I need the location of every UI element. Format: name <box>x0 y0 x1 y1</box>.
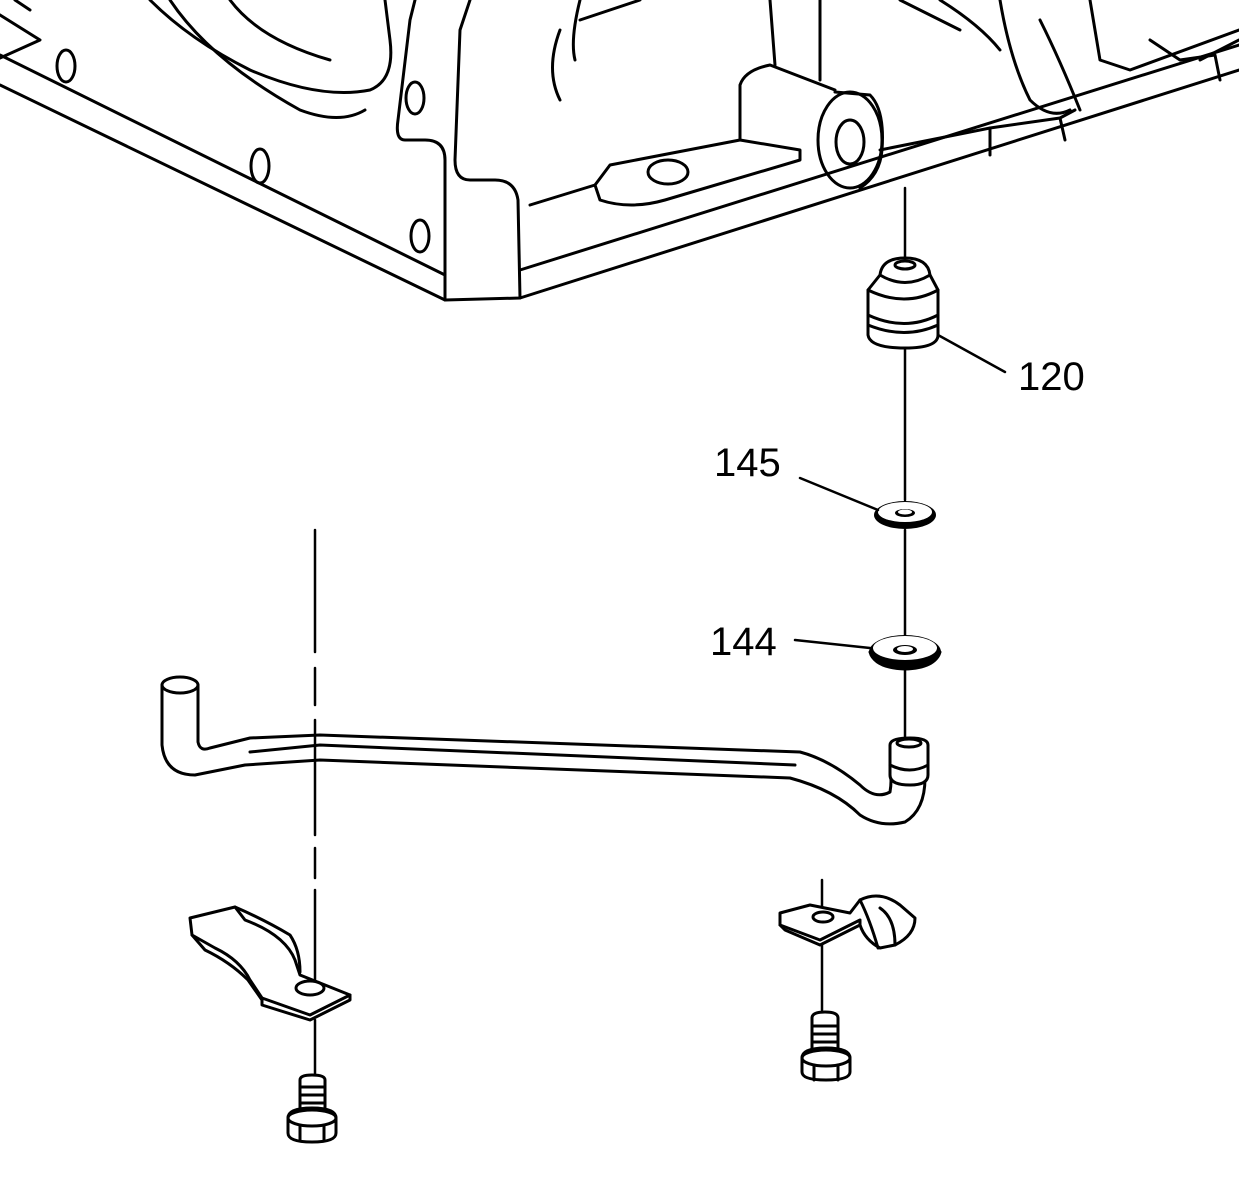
leader-144 <box>793 638 872 650</box>
leader-lines <box>793 333 1007 650</box>
bolt-right <box>800 1010 852 1082</box>
leader-145 <box>798 476 880 512</box>
leader-120 <box>936 333 1007 374</box>
bolt-left <box>286 1073 338 1144</box>
callout-145: 145 <box>714 441 781 485</box>
callout-120: 120 <box>1018 355 1085 399</box>
engine-block <box>0 0 1239 302</box>
washer-144 <box>868 635 942 671</box>
pickup-bracket-left <box>188 905 352 1022</box>
pickup-clip-right <box>778 878 917 950</box>
callout-144: 144 <box>710 620 777 664</box>
seal-grommet-120 <box>866 256 940 350</box>
washer-145 <box>874 501 936 529</box>
oil-pickup-tube <box>160 675 930 826</box>
